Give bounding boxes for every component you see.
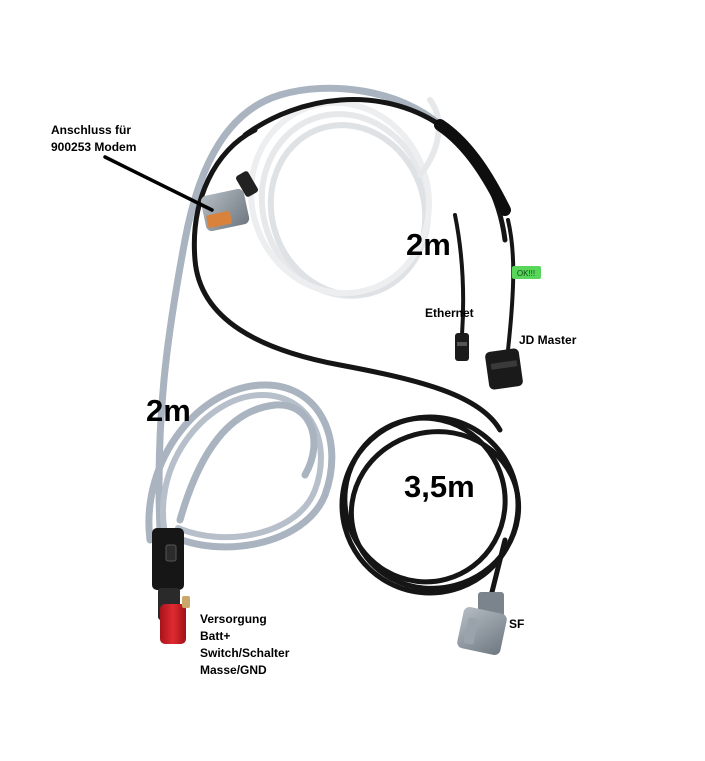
supply-label-line-2: Batt+ bbox=[200, 629, 231, 643]
supply-label-line-4: Masse/GND bbox=[200, 663, 267, 677]
black-cable-length-label: 3,5m bbox=[404, 469, 475, 504]
black-trunk bbox=[434, 119, 511, 216]
ethernet-connector bbox=[455, 333, 469, 361]
modem-pointer-arrow bbox=[103, 155, 214, 212]
ethernet-label: Ethernet bbox=[425, 306, 474, 320]
jd-master-label: JD Master bbox=[519, 333, 577, 347]
modem-label-line-2: 900253 Modem bbox=[51, 140, 137, 154]
supply-label: Versorgung Batt+ Switch/Schalter Masse/G… bbox=[200, 611, 289, 679]
green-tag-text: OK!!! bbox=[517, 269, 535, 278]
white-cable-coil bbox=[248, 97, 442, 299]
sf-label: SF bbox=[509, 617, 525, 631]
grey-cable-length-label: 2m bbox=[146, 393, 191, 428]
modem-connector bbox=[200, 171, 258, 232]
supply-label-line-3: Switch/Schalter bbox=[200, 646, 290, 660]
green-tag bbox=[512, 266, 541, 279]
white-cable-length-label: 2m bbox=[406, 227, 451, 262]
modem-label-line-1: Anschluss für bbox=[51, 123, 132, 137]
grey-cable bbox=[145, 84, 444, 551]
sf-connector bbox=[457, 592, 507, 655]
modem-connector-label: Anschluss für 900253 Modem bbox=[51, 122, 136, 156]
cigarette-plug bbox=[152, 528, 190, 644]
jd-master-connector bbox=[485, 348, 523, 390]
supply-label-line-1: Versorgung bbox=[200, 612, 267, 626]
